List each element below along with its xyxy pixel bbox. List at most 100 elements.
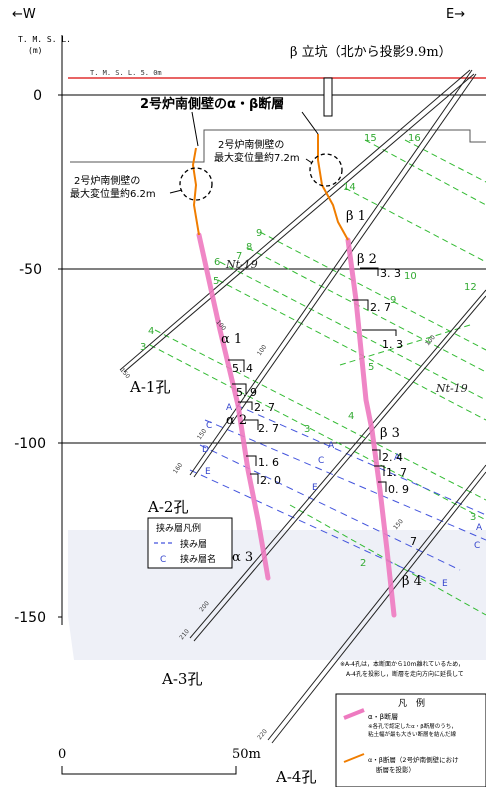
seam-letter-a1: A xyxy=(226,403,233,413)
legend-orange-note: 断層を投影） xyxy=(376,765,415,774)
borehole-a1-line1 xyxy=(119,69,471,371)
borehole-a3-line2 xyxy=(193,295,486,642)
scale-zero: 0 xyxy=(58,747,66,762)
width-7: 7 xyxy=(410,535,417,548)
legend-pink-note1: ※各孔で認定したα・β断層のうち， xyxy=(368,722,457,730)
seam-label-14: 14 xyxy=(343,182,356,193)
width-27a: 2. 7 xyxy=(370,301,391,314)
seam-letter-a4: A xyxy=(394,453,401,463)
alpha-wall-trace xyxy=(191,147,200,236)
seam-line-9 xyxy=(259,231,486,351)
borehole-a4-line1 xyxy=(267,464,486,741)
depth-220: 220 xyxy=(256,728,269,741)
legend-orange-swatch xyxy=(343,753,365,763)
width-16: 1. 6 xyxy=(258,456,279,469)
green-seam-lines xyxy=(149,139,486,616)
borehole-label-a4: A-4孔 xyxy=(275,768,316,786)
alpha-fault-line xyxy=(196,232,271,581)
seam-label-15: 15 xyxy=(364,133,377,144)
legend-orange-label: α・β断層（2号炉南側壁におけ xyxy=(368,755,459,764)
tick-label-minus50: -50 xyxy=(19,262,42,278)
seam-letter-e1: E xyxy=(205,467,211,477)
seam-letter-a2: A xyxy=(328,441,335,451)
bracket-27c xyxy=(244,419,259,430)
width-17: 1. 7 xyxy=(386,466,407,479)
bracket-27b xyxy=(238,401,253,410)
seam-letter-c2: C xyxy=(318,456,324,466)
label-beta1: β 1 xyxy=(346,209,366,224)
seam-line-4 xyxy=(154,329,486,501)
label-alpha1: α 1 xyxy=(221,332,242,347)
note-line1: ※A-4孔は，本断面から10m離れているため， xyxy=(340,660,464,668)
tmsl-marker-label: T. M. S. L. 5. 0m xyxy=(90,69,162,77)
seam-line-c xyxy=(204,419,486,541)
east-label: E→ xyxy=(446,7,465,22)
shaded-region xyxy=(68,530,486,660)
label-beta3: β 3 xyxy=(380,426,400,441)
seam-letter-a3: A xyxy=(476,523,483,533)
seam-label-2: 2 xyxy=(360,558,366,569)
bracket-16 xyxy=(246,455,257,466)
seam-letter-e2: E xyxy=(312,483,318,493)
width-13: 1. 3 xyxy=(382,338,403,351)
borehole-label-a3: A-3孔 xyxy=(161,670,202,688)
fault-title: 2号炉南側壁のα・β断層 xyxy=(140,96,284,112)
scale-bar xyxy=(61,766,237,775)
borehole-a1-line2 xyxy=(123,73,475,373)
depth-100b: 100 xyxy=(256,344,268,358)
scale-end: 50m xyxy=(232,747,261,762)
title-leader-right xyxy=(301,111,319,135)
seam-label-7: 7 xyxy=(236,251,242,262)
legend-pink-note2: 粘土幅が最も大きい断層を結んだ線 xyxy=(368,730,457,738)
seam-label-5b: 5 xyxy=(368,362,374,373)
note-line2: A-4孔を投影し，断層を走向方向に延長して xyxy=(346,670,464,678)
depth-160: 160 xyxy=(172,462,184,476)
bracket-59 xyxy=(232,383,247,394)
width-values: 3. 3 2. 7 1. 3 5. 4 5. 9 2. 7 2. 7 1. 6 … xyxy=(232,267,417,548)
seam-legend-title: 挟み層凡例 xyxy=(156,522,201,534)
depth-150c: 150 xyxy=(392,518,405,531)
seam-legend-line-label: 挟み層 xyxy=(180,538,207,550)
seam-label-16: 16 xyxy=(408,133,421,144)
seam-letter-labels: A C D E A C E A C E A xyxy=(202,403,483,589)
width-20: 2. 0 xyxy=(260,474,281,487)
callout-right-line1: 2号炉南側壁の xyxy=(218,138,284,151)
borehole-label-a1: A-1孔 xyxy=(129,378,170,396)
excavation-outline xyxy=(70,129,486,163)
seam-letter-c3: C xyxy=(474,541,480,551)
width-09: 0. 9 xyxy=(388,483,409,496)
tick-label-minus100: -100 xyxy=(14,436,46,452)
seam-line-16 xyxy=(404,139,486,183)
axis-unit-line1: T. M. S. L. xyxy=(18,35,71,44)
seam-line-15 xyxy=(364,139,486,206)
seam-label-12: 12 xyxy=(464,282,477,293)
seam-label-6: 6 xyxy=(214,257,220,268)
seam-legend-letter: C xyxy=(160,555,166,565)
seam-line-8 xyxy=(247,247,486,373)
bracket-13 xyxy=(362,329,397,336)
width-33: 3. 3 xyxy=(380,267,401,280)
label-beta4: β 4 xyxy=(402,574,422,589)
seam-label-4a: 4 xyxy=(148,326,154,337)
width-27c: 2. 7 xyxy=(258,422,279,435)
bracket-17 xyxy=(374,465,385,476)
borehole-label-a2: A-2孔 xyxy=(147,498,188,516)
bracket-33 xyxy=(360,267,379,276)
width-54: 5. 4 xyxy=(232,362,253,375)
callout-left-leader xyxy=(169,189,183,194)
title-leader-left xyxy=(191,111,199,147)
bracket-24 xyxy=(372,449,381,460)
legend-pink-swatch xyxy=(343,708,365,720)
borehole-a3-line1 xyxy=(189,289,486,639)
seam-letter-e3: E xyxy=(442,579,448,589)
nt19-label-upper: Nt-19 xyxy=(225,258,258,271)
blue-seam-lines xyxy=(189,404,486,586)
seam-label-5a: 5 xyxy=(213,276,219,287)
seam-label-3b: 3 xyxy=(304,424,310,435)
shaft-label: β 立坑（北から投影9.9m） xyxy=(290,44,452,60)
seam-line-a xyxy=(235,404,486,516)
seam-legend-name-label: 挟み層名 xyxy=(180,553,216,565)
seam-line-14 xyxy=(344,187,486,263)
